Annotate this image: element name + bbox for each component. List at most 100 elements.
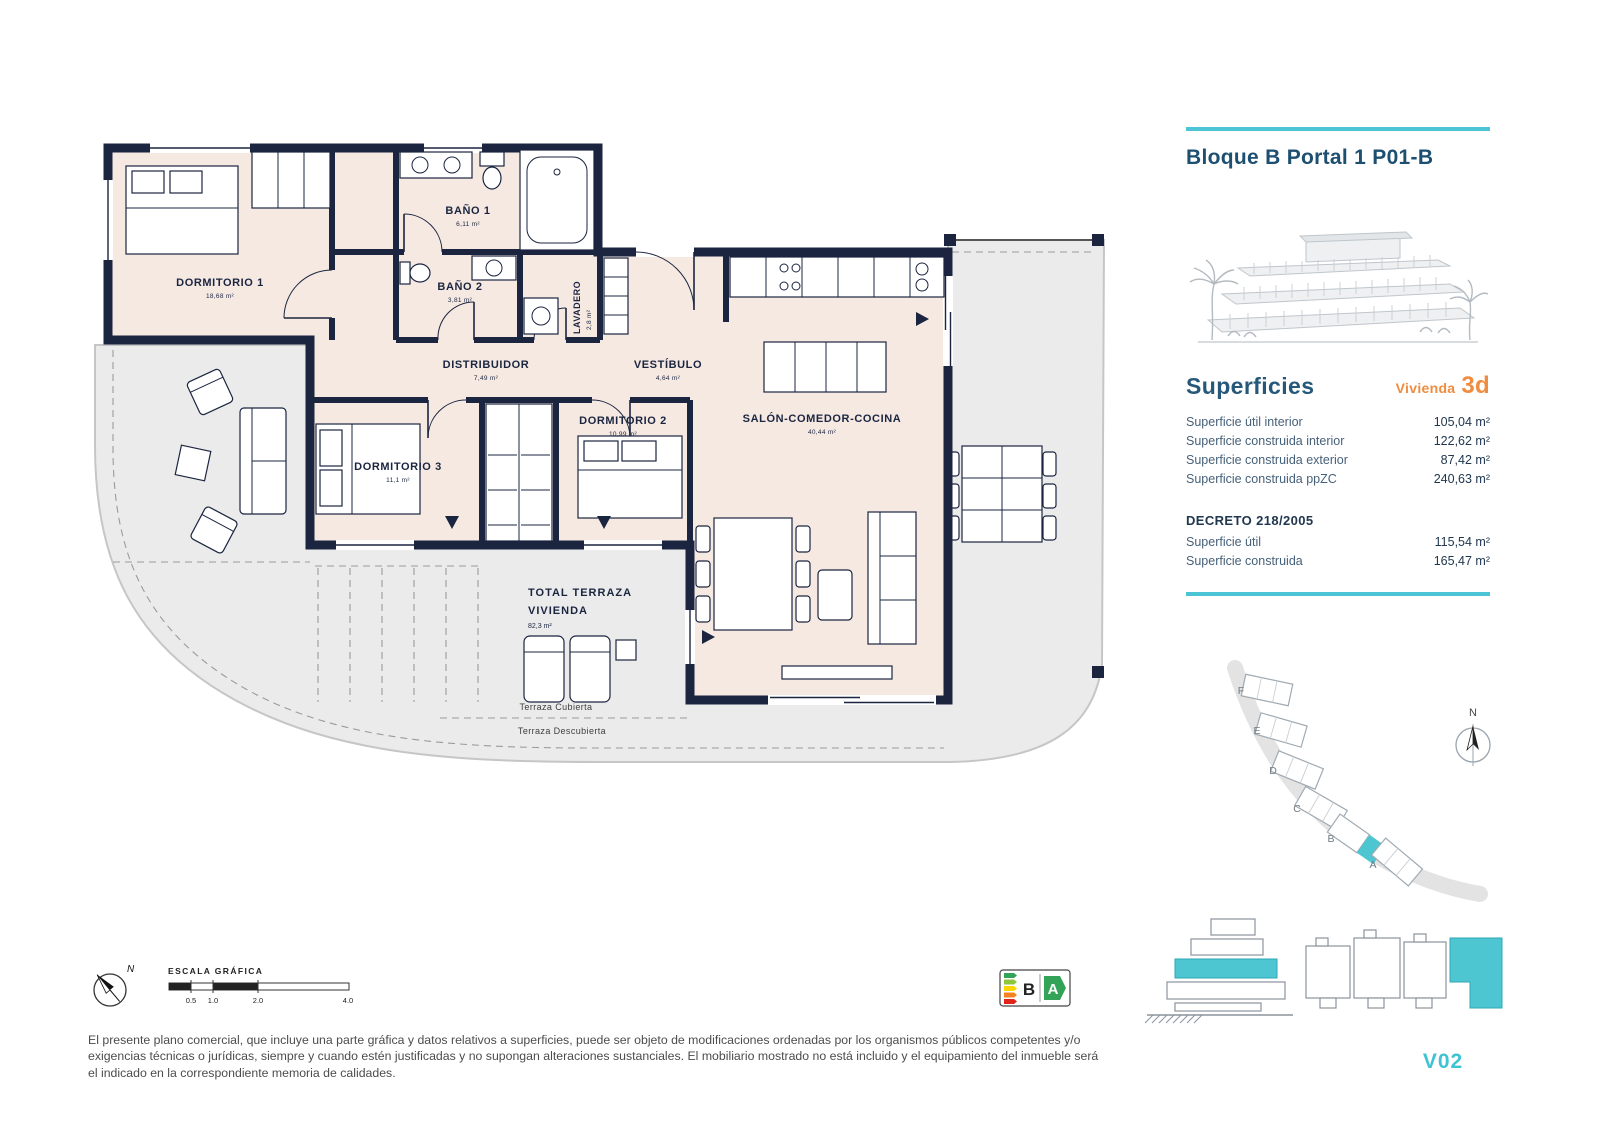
palm-trees: [1189, 259, 1488, 341]
terrace-uncovered-label: Terraza Descubierta: [518, 726, 606, 736]
panel-divider-bottom: [1186, 592, 1490, 596]
room-label-bano1: BAÑO 1: [445, 204, 490, 217]
dining-set: [695, 517, 811, 631]
terrace-total-label-2: VIVIENDA: [528, 605, 588, 617]
superficie-row: Superficie construida 165,47 m²: [1186, 551, 1490, 570]
doors: [283, 213, 695, 439]
room-label-lavadero: LAVADERO: [572, 281, 582, 334]
site-letter-e: E: [1253, 725, 1260, 737]
row-label: Superficie útil interior: [1186, 414, 1303, 429]
energy-certificate-icon: B A: [999, 969, 1071, 1007]
scale-tick: 1.0: [208, 996, 218, 1005]
room-label-dormitorio3: DORMITORIO 3: [354, 461, 442, 473]
highlighted-unit: [1356, 834, 1386, 865]
bathroom2-fixtures: [399, 255, 517, 285]
row-value: 165,47 m²: [1433, 553, 1490, 568]
kitchen-counter: [729, 256, 945, 298]
superficies-table: Superficie útil interior 105,04 m² Superf…: [1186, 412, 1490, 489]
site-block-e: [1254, 712, 1308, 748]
scale-bar-block: ESCALA GRÁFICA 0.5 1.0 2.0 4.0: [168, 966, 368, 1011]
site-letter-a: A: [1369, 859, 1376, 871]
interior-walls: [310, 148, 729, 545]
terrace-total-label-1: TOTAL TERRAZA: [528, 587, 632, 599]
site-block-b: [1326, 813, 1386, 865]
floor-key-plan: [1305, 929, 1503, 1009]
bathroom1-fixtures: [399, 149, 595, 251]
room-label-salon: SALÓN-COMEDOR-COCINA: [743, 412, 902, 425]
row-label: Superficie construida ppZC: [1186, 472, 1337, 487]
scale-tick: 2.0: [253, 996, 263, 1005]
site-block-f: [1240, 673, 1294, 707]
room-area-bano1: 6,11 m²: [456, 221, 480, 228]
disclaimer-text: El presente plano comercial, que incluye…: [88, 1033, 1099, 1080]
room-label-dormitorio1: DORMITORIO 1: [176, 277, 264, 289]
decreto-table: Superficie útil 115,54 m² Superficie cons…: [1186, 532, 1490, 570]
circulation-arrows: [445, 312, 929, 644]
bed-dormitorio1: [125, 165, 239, 255]
floor-plan: DORMITORIO 1 18,68 m² BAÑO 1 6,11 m² BAÑ…: [94, 143, 1106, 763]
north-label: N: [1469, 707, 1477, 719]
terrace-total-area: 82,3 m²: [528, 623, 552, 630]
vestibule-closet: [603, 257, 629, 335]
unit-code: V02: [1422, 1050, 1464, 1073]
site-letter-f: F: [1238, 685, 1244, 697]
row-label: Superficie útil: [1186, 534, 1262, 549]
energy-letter-a: A: [1048, 981, 1059, 998]
superficies-header: Superficies Vivienda 3d: [1186, 372, 1490, 400]
row-label: Superficie construida exterior: [1186, 452, 1348, 467]
terrace-covered-label: Terraza Cubierta: [520, 702, 593, 712]
room-label-bano2: BAÑO 2: [437, 280, 482, 293]
hall-closets: [485, 403, 553, 542]
scale-tick: 0.5: [186, 996, 196, 1005]
vivienda-value: 3d: [1461, 372, 1490, 399]
room-area-dormitorio2: 10,99 m²: [609, 431, 638, 438]
room-label-vestibulo: VESTÍBULO: [634, 358, 702, 371]
railing-lines: [1229, 255, 1447, 329]
page-title: Bloque B Portal 1 P01-B: [1186, 146, 1434, 169]
room-area-distribuidor: 7,49 m²: [474, 375, 499, 382]
row-value: 105,04 m²: [1433, 414, 1490, 429]
windows: [103, 143, 953, 705]
superficie-row: Superficie construida ppZC 240,63 m²: [1186, 470, 1490, 489]
row-value: 122,62 m²: [1433, 433, 1490, 448]
highlighted-floor: [1174, 958, 1278, 979]
site-plan: F E D C B A: [1227, 660, 1488, 902]
row-value: 87,42 m²: [1440, 452, 1490, 467]
washer: [523, 297, 559, 335]
superficie-row: Superficie útil 115,54 m²: [1186, 532, 1490, 551]
row-label: Superficie construida: [1186, 553, 1303, 568]
superficies-title: Superficies: [1186, 373, 1315, 399]
vivienda-tag: Vivienda 3d: [1396, 372, 1490, 400]
room-area-vestibulo: 4,64 m²: [656, 375, 681, 382]
room-area-dormitorio3: 11,1 m²: [386, 477, 410, 484]
site-letter-b: B: [1327, 833, 1334, 845]
ground-hatch: [1145, 1014, 1203, 1024]
superficie-row: Superficie construida exterior 87,42 m²: [1186, 450, 1490, 469]
row-value: 115,54 m²: [1434, 534, 1490, 549]
room-area-salon: 40,44 m²: [808, 429, 837, 436]
row-value: 240,63 m²: [1433, 472, 1490, 487]
site-letter-c: C: [1293, 803, 1301, 815]
sun-loungers: [523, 635, 637, 703]
sofa: [817, 511, 917, 645]
bed-dormitorio2: [577, 435, 683, 519]
highlighted-unit-keyplan: [1449, 937, 1503, 1009]
room-area-bano2: 3,81 m²: [448, 297, 473, 304]
energy-arrow: [1044, 976, 1066, 1000]
decreto-title: DECRETO 218/2005: [1186, 513, 1314, 528]
site-letter-d: D: [1269, 765, 1277, 777]
superficie-row: Superficie útil interior 105,04 m²: [1186, 412, 1490, 431]
scale-title: ESCALA GRÁFICA: [168, 966, 264, 976]
tv-bench: [781, 665, 893, 680]
vivienda-label: Vivienda: [1395, 380, 1456, 396]
scale-tick: 4.0: [343, 996, 353, 1005]
outdoor-dining-set: [945, 445, 1057, 543]
north-compass-footer: N: [93, 964, 135, 1007]
row-label: Superficie construida interior: [1186, 433, 1345, 448]
north-label: N: [127, 964, 135, 975]
terrace-dashed-guides: [112, 251, 1096, 749]
room-area-dormitorio1: 18,68 m²: [206, 293, 235, 300]
energy-letter-b: B: [1023, 980, 1035, 999]
north-compass-panel: N: [1455, 707, 1491, 766]
